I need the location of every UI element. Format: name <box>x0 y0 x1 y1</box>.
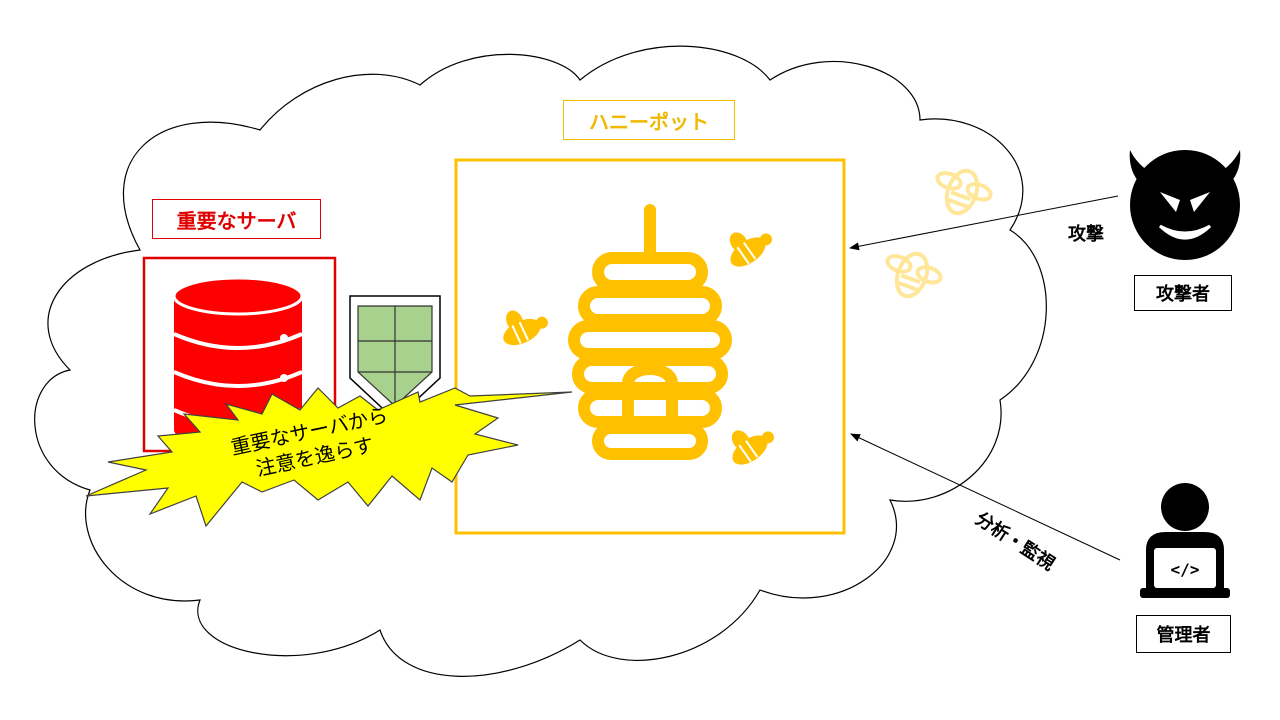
pale-bee-icon <box>885 251 943 299</box>
firewall-shield-icon <box>349 295 441 422</box>
attack-arrow <box>849 195 1119 251</box>
bee-icon <box>729 232 773 267</box>
admin-developer-icon: </> <box>1140 483 1230 598</box>
bee-icon <box>503 310 548 346</box>
callout-burst <box>85 387 573 528</box>
pale-bee-icon <box>935 168 993 216</box>
network-cloud <box>34 45 1047 677</box>
honeypot-label: ハニーポット <box>563 100 735 140</box>
honeypot-frame <box>454 158 846 535</box>
admin-label: 管理者 <box>1136 615 1231 653</box>
devil-attacker-icon <box>1129 150 1241 260</box>
attacker-label: 攻撃者 <box>1134 275 1232 311</box>
monitor-arrow <box>850 433 1121 561</box>
code-glyph: </> <box>1171 560 1200 579</box>
bee-icon <box>731 430 775 465</box>
attack-arrow-label: 攻撃 <box>1068 224 1104 245</box>
beehive-icon <box>568 204 732 460</box>
server-label: 重要なサーバ <box>152 199 321 239</box>
